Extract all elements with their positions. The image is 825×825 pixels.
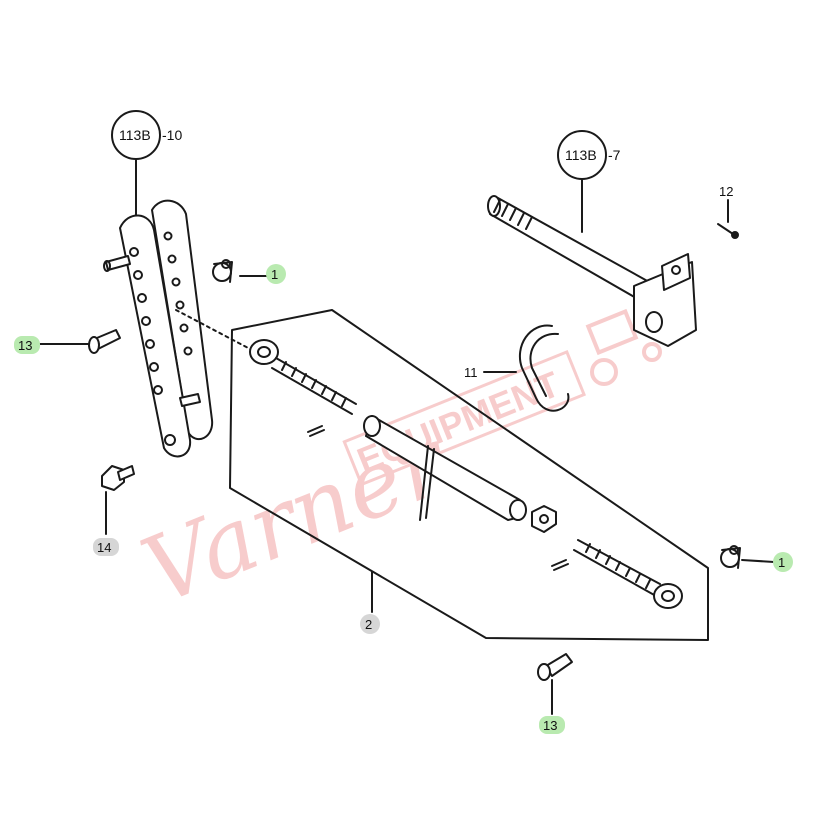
callout-12: 12 — [719, 184, 733, 199]
ref-113b-7 — [557, 130, 607, 233]
callout-1-right: 1 — [773, 552, 793, 572]
cotter-pins-icon — [307, 425, 569, 571]
support-hook — [519, 324, 570, 412]
callout-11: 11 — [464, 365, 478, 380]
callout-1-left: 1 — [266, 264, 286, 284]
svg-text:13: 13 — [543, 718, 557, 733]
lift-arm-bracket — [633, 253, 697, 347]
lift-link-plates — [103, 199, 214, 458]
turnbuckle-assembly-outline — [229, 309, 709, 641]
lower-threaded-rod — [573, 539, 683, 609]
clevis-pin-bottom-icon — [537, 653, 573, 681]
clevis-pin-left-icon — [88, 329, 121, 354]
bolt-12-icon — [717, 223, 739, 239]
svg-text:12: 12 — [719, 184, 733, 199]
ref-113b-10-suffix: -10 — [162, 127, 182, 143]
callout-13-bottom: 13 — [539, 716, 565, 734]
lynch-pin-right-icon — [720, 545, 741, 569]
svg-text:14: 14 — [97, 540, 111, 555]
svg-text:11: 11 — [464, 365, 478, 380]
lock-nut-icon — [531, 505, 557, 533]
svg-text:1: 1 — [778, 555, 785, 570]
tractor-logo-icon — [585, 308, 662, 386]
callout-14: 14 — [93, 538, 119, 556]
callout-13-left: 13 — [14, 336, 40, 354]
ref-113b-7-suffix: -7 — [608, 147, 621, 163]
svg-text:2: 2 — [365, 617, 372, 632]
varner-equipment-watermark: Varner EQUIPMENT — [128, 308, 662, 625]
svg-text:13: 13 — [18, 338, 32, 353]
upper-threaded-rod — [249, 339, 357, 415]
ref-113b-7-code: 113B — [565, 147, 597, 163]
svg-text:1: 1 — [271, 267, 278, 282]
ref-113b-10 — [111, 110, 161, 216]
callout-2: 2 — [360, 614, 380, 634]
turnbuckle-tube — [363, 415, 527, 521]
ref-113b-10-code: 113B — [119, 127, 151, 143]
hex-bolt-icon — [101, 465, 135, 491]
lynch-pin-left-icon — [212, 259, 233, 283]
